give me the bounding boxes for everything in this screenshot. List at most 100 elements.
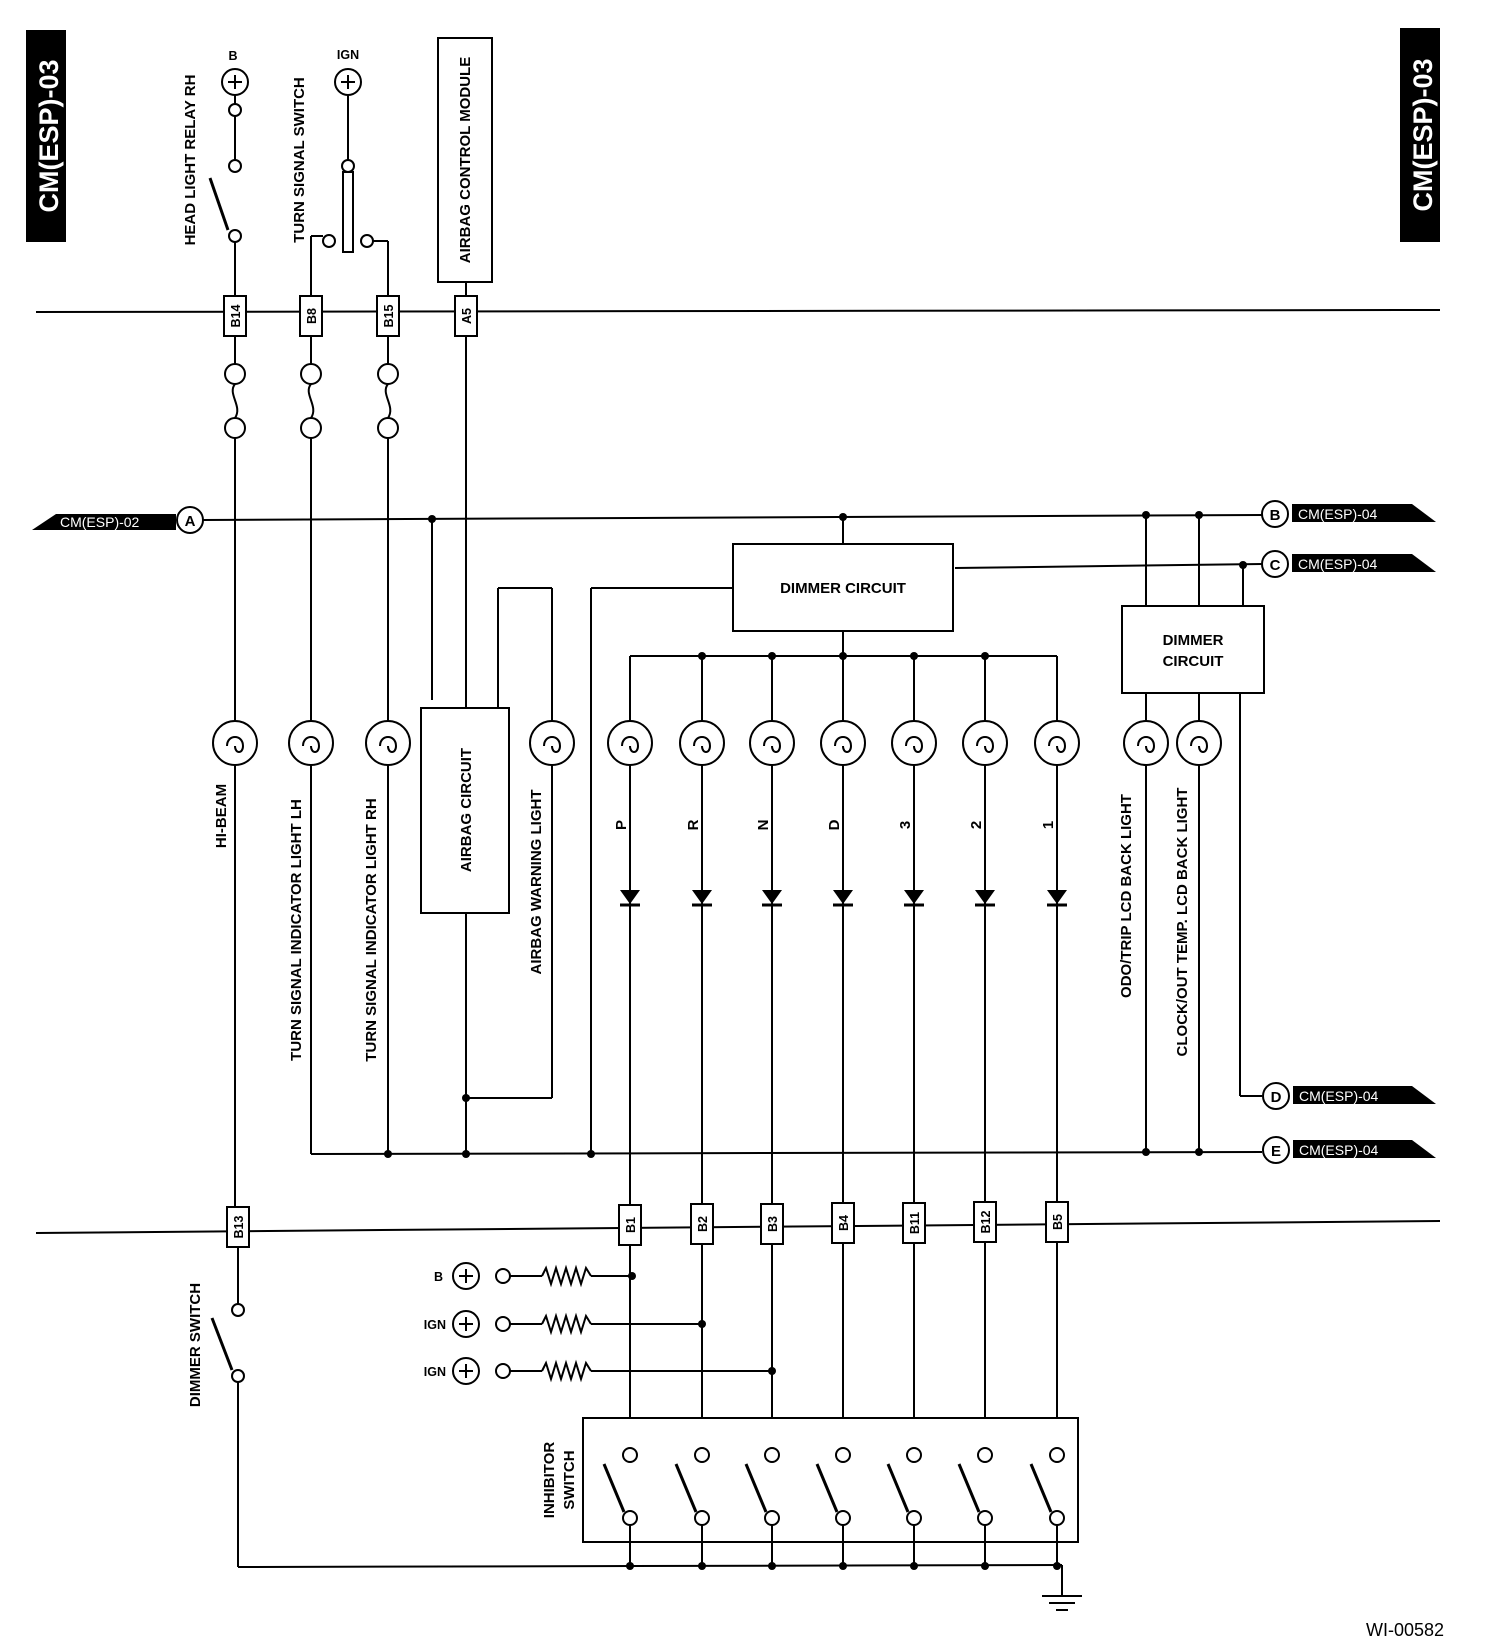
svg-text:DIMMER CIRCUIT: DIMMER CIRCUIT bbox=[780, 580, 906, 597]
inhibitor-contact-5 bbox=[886, 1447, 922, 1570]
gear-lamp-4: D bbox=[820, 656, 866, 1203]
switch-contact-icon bbox=[602, 1463, 626, 1513]
switch-contact-icon bbox=[674, 1463, 698, 1513]
switch-contact-icon bbox=[886, 1463, 910, 1513]
svg-text:B11: B11 bbox=[908, 1212, 922, 1234]
svg-text:TURN SIGNAL SWITCH: TURN SIGNAL SWITCH bbox=[291, 77, 308, 243]
svg-text:CLOCK/OUT TEMP. LCD BACK LIGHT: CLOCK/OUT TEMP. LCD BACK LIGHT bbox=[1174, 788, 1191, 1057]
svg-text:B: B bbox=[434, 1270, 443, 1284]
gear-label: D bbox=[826, 819, 843, 830]
switch-contact-icon bbox=[815, 1463, 839, 1513]
connector-b12: B12 bbox=[973, 1201, 997, 1448]
diode-icon bbox=[762, 890, 782, 904]
fuse-icon bbox=[224, 336, 246, 725]
bulb-icon bbox=[1123, 720, 1169, 766]
bulb-icon bbox=[820, 720, 866, 766]
inhibitor-contact-2 bbox=[674, 1447, 710, 1570]
supply-ign-resistor-2: IGN bbox=[424, 1357, 776, 1385]
bulb-icon bbox=[529, 720, 575, 766]
cross-ref-a: CM(ESP)-02 A bbox=[32, 506, 204, 534]
airbag-circuit: AIRBAG CIRCUIT bbox=[420, 707, 510, 914]
svg-text:B8: B8 bbox=[305, 308, 319, 324]
svg-text:B3: B3 bbox=[766, 1216, 780, 1232]
headlight-relay-circuit: B HEAD LIGHT RELAY RH bbox=[182, 49, 249, 296]
svg-text:INHIBITOR: INHIBITOR bbox=[541, 1442, 558, 1519]
gear-lamp-5: 3 bbox=[891, 656, 937, 1203]
svg-text:CM(ESP)-03: CM(ESP)-03 bbox=[34, 59, 64, 212]
svg-text:B15: B15 bbox=[382, 304, 396, 327]
svg-text:SWITCH: SWITCH bbox=[561, 1450, 578, 1509]
svg-text:IGN: IGN bbox=[424, 1318, 446, 1332]
svg-text:B: B bbox=[228, 49, 237, 63]
bulb-icon bbox=[891, 720, 937, 766]
upper-connector-line bbox=[35, 309, 1441, 313]
switch-blade-icon bbox=[342, 171, 354, 253]
diode-icon bbox=[692, 890, 712, 904]
gear-lamp-7: 1 bbox=[1034, 656, 1080, 1202]
svg-text:IGN: IGN bbox=[424, 1365, 446, 1379]
page-tag-left: CM(ESP)-03 bbox=[26, 30, 66, 242]
gear-label: N bbox=[755, 820, 772, 831]
clock-temp-lamp: CLOCK/OUT TEMP. LCD BACK LIGHT bbox=[1174, 720, 1222, 1152]
connector-b4: B4 bbox=[831, 1202, 855, 1448]
connector-b8: B8 bbox=[299, 295, 323, 337]
svg-text:D: D bbox=[1271, 1089, 1282, 1106]
turn-lh-lamp: TURN SIGNAL INDICATOR LIGHT LH bbox=[288, 720, 334, 1154]
line-c bbox=[954, 563, 1263, 569]
line-a-bus bbox=[202, 514, 1263, 521]
bulb-icon bbox=[1176, 720, 1222, 766]
connector-b13: B13 bbox=[226, 1206, 250, 1248]
diode-icon bbox=[975, 890, 995, 904]
gear-lamp-1: P bbox=[607, 656, 653, 1205]
lower-connector-line bbox=[35, 1220, 1441, 1234]
inhibitor-contact-6 bbox=[957, 1447, 993, 1570]
inhibitor-contact-3 bbox=[744, 1447, 780, 1570]
supply-ign-resistor-1: IGN bbox=[424, 1310, 706, 1338]
figure-id: WI-00582 bbox=[1366, 1620, 1444, 1640]
svg-text:E: E bbox=[1271, 1143, 1281, 1160]
svg-text:IGN: IGN bbox=[337, 48, 359, 62]
gear-lamp-6: 2 bbox=[962, 656, 1008, 1202]
connector-b5: B5 bbox=[1045, 1201, 1069, 1448]
svg-text:B5: B5 bbox=[1051, 1214, 1065, 1230]
gear-label: 2 bbox=[968, 821, 985, 829]
inhibitor-contact-4 bbox=[815, 1447, 851, 1570]
svg-text:CM(ESP)-04: CM(ESP)-04 bbox=[1299, 1142, 1379, 1158]
connector-b1: B1 bbox=[618, 1204, 642, 1448]
ground-bus bbox=[237, 1564, 1063, 1568]
odo-trip-lamp: ODO/TRIP LCD BACK LIGHT bbox=[1118, 720, 1169, 1152]
supply-b-resistor: B bbox=[434, 1262, 636, 1290]
cross-ref-d: D CM(ESP)-04 bbox=[1262, 1082, 1436, 1110]
svg-text:A5: A5 bbox=[460, 308, 474, 324]
svg-text:ODO/TRIP LCD BACK LIGHT: ODO/TRIP LCD BACK LIGHT bbox=[1118, 794, 1135, 998]
bulb-icon bbox=[1034, 720, 1080, 766]
switch-contact-icon bbox=[957, 1463, 981, 1513]
hi-beam-lamp: HI-BEAM bbox=[212, 720, 258, 1207]
diode-icon bbox=[833, 890, 853, 904]
cross-ref-c: C CM(ESP)-04 bbox=[1261, 550, 1436, 578]
svg-text:B12: B12 bbox=[979, 1210, 993, 1233]
svg-text:B: B bbox=[1270, 507, 1281, 524]
svg-text:CM(ESP)-04: CM(ESP)-04 bbox=[1299, 1088, 1379, 1104]
switch-contact-icon bbox=[210, 1317, 234, 1371]
switch-contact-icon bbox=[1029, 1463, 1053, 1513]
svg-text:HI-BEAM: HI-BEAM bbox=[213, 784, 230, 848]
turn-signal-switch-circuit: IGN TURN SIGNAL SWITCH bbox=[291, 48, 389, 296]
bulb-icon bbox=[607, 720, 653, 766]
connector-b14: B14 bbox=[223, 295, 247, 337]
dimmer-circuit-small: DIMMER CIRCUIT bbox=[1121, 605, 1265, 694]
bulb-icon bbox=[962, 720, 1008, 766]
diode-icon bbox=[1047, 890, 1067, 904]
connector-b3: B3 bbox=[760, 1203, 784, 1448]
connector-b11: B11 bbox=[902, 1202, 926, 1448]
bulb-icon bbox=[365, 720, 411, 766]
diode-icon bbox=[904, 890, 924, 904]
dimmer-circuit-main: DIMMER CIRCUIT bbox=[732, 543, 954, 632]
airbag-warning-lamp: AIRBAG WARNING LIGHT bbox=[528, 720, 575, 975]
cross-ref-e: E CM(ESP)-04 bbox=[1262, 1136, 1436, 1164]
connector-b15: B15 bbox=[376, 295, 400, 337]
connector-a5: A5 bbox=[454, 295, 478, 337]
svg-text:B1: B1 bbox=[624, 1217, 638, 1233]
